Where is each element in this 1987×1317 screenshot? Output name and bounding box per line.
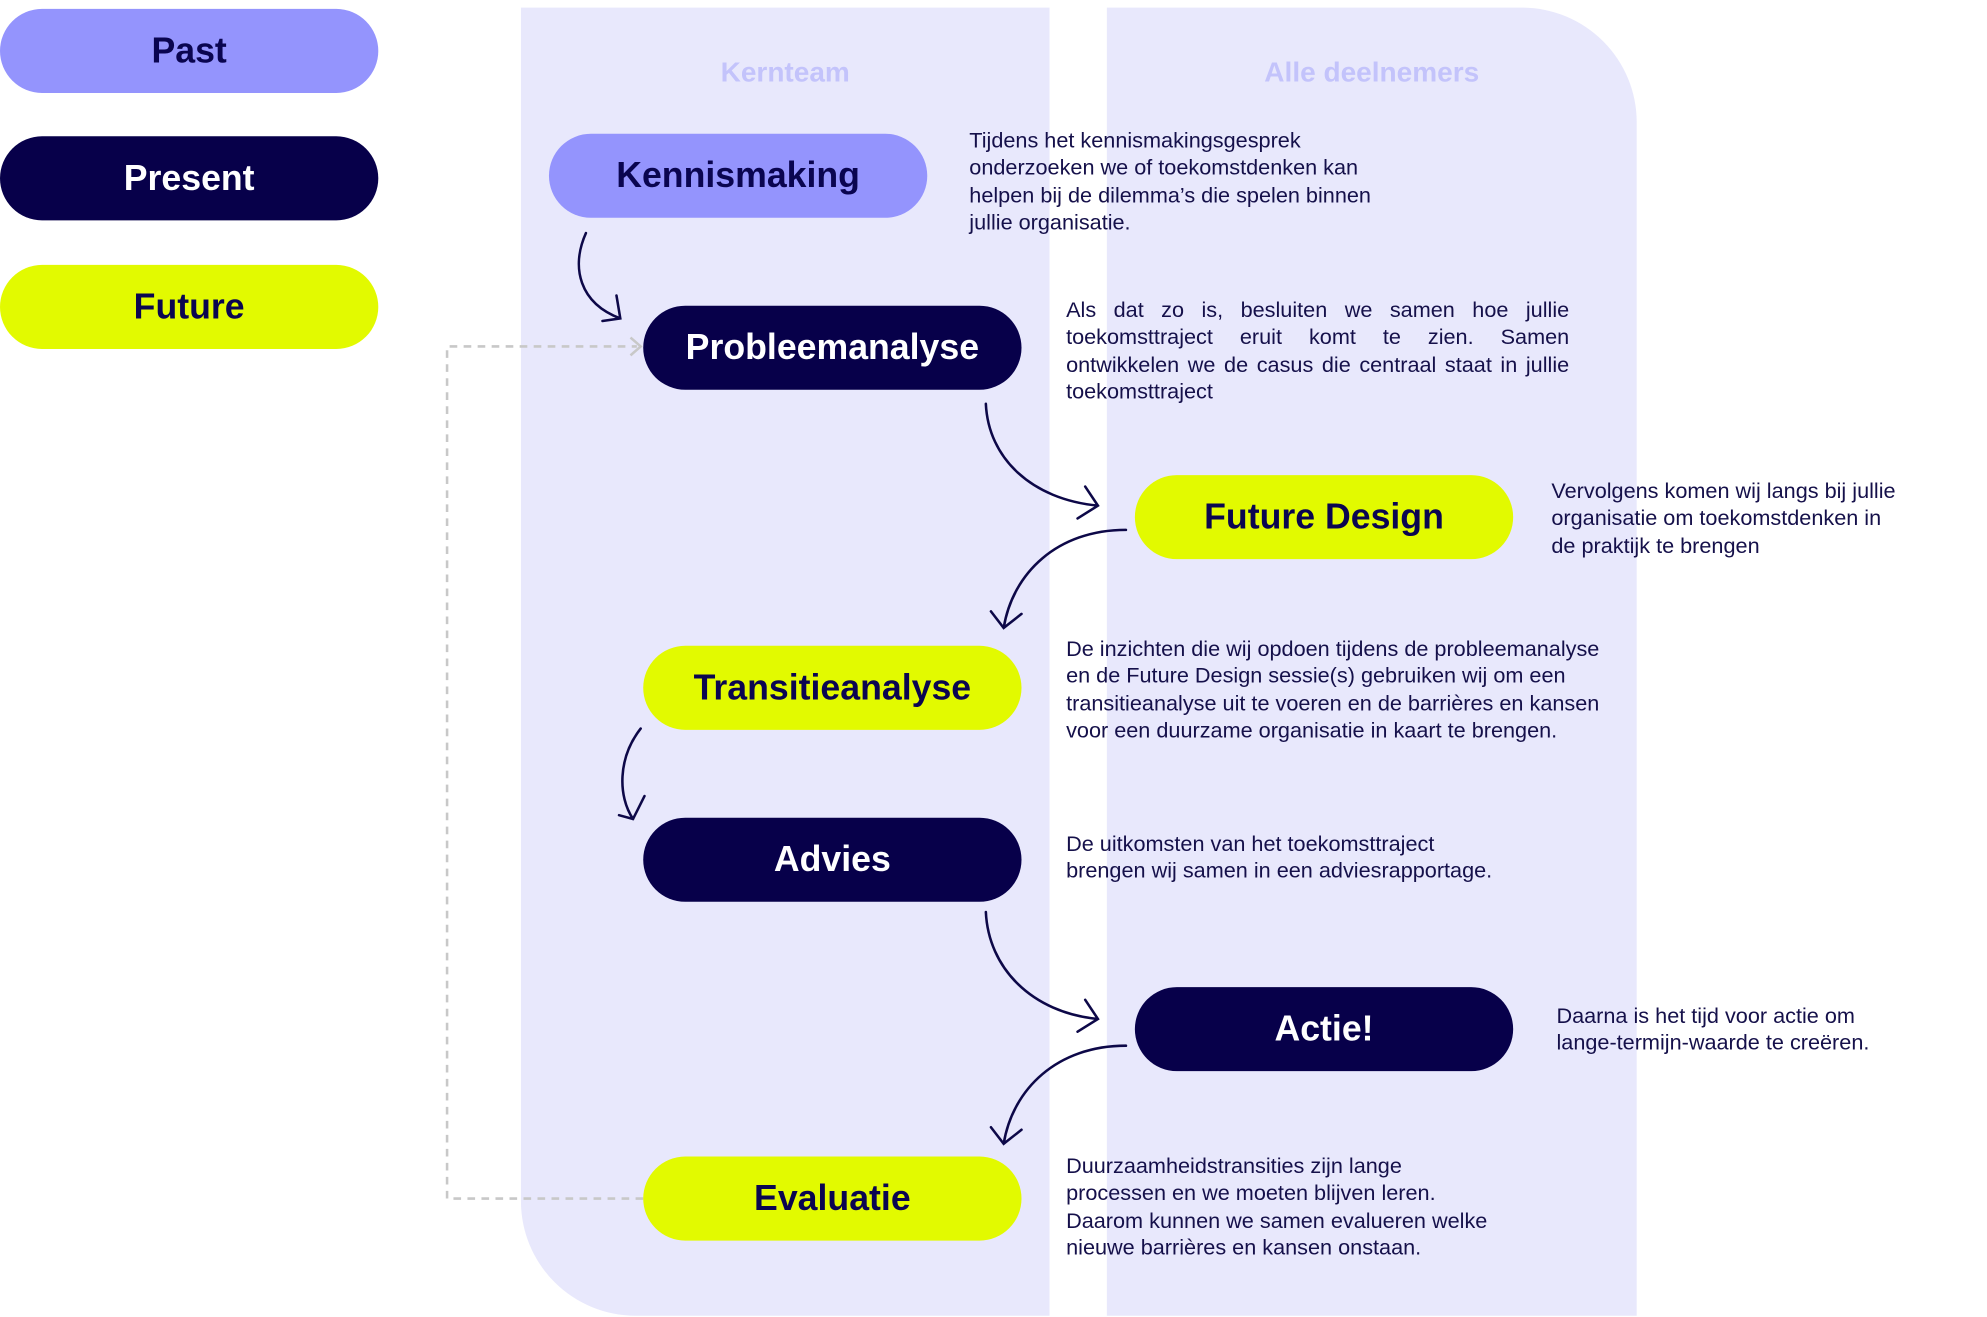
legend-present: Present xyxy=(0,136,379,221)
step-kennismaking: Kennismaking xyxy=(548,133,928,218)
arrow-transitieanalyse-advies xyxy=(617,727,646,821)
feedback-loop-dashed-arrow xyxy=(445,345,644,1200)
step-advies: Advies xyxy=(643,817,1022,902)
step-evaluatie: Evaluatie xyxy=(643,1156,1022,1241)
description-actie: Daarna is het tijd voor actie om lange-t… xyxy=(1556,1003,1870,1056)
arrow-probleemanalyse-future-design xyxy=(984,402,1100,520)
step-transitieanalyse: Transitieanalyse xyxy=(643,645,1022,730)
step-future-design: Future Design xyxy=(1134,475,1514,560)
legend-future: Future xyxy=(0,264,379,349)
arrow-actie-evaluatie xyxy=(989,1044,1128,1146)
description-advies: De uitkomsten van het toekomsttraject br… xyxy=(1066,831,1493,884)
step-actie: Actie! xyxy=(1134,987,1514,1072)
description-probleemanalyse: Als dat zo is, besluiten we samen hoe ju… xyxy=(1066,298,1570,404)
arrow-future-design-transitieanalyse xyxy=(989,528,1128,630)
lane-alle-deelnemers: Alle deelnemers xyxy=(1106,7,1637,1316)
arrow-advies-actie xyxy=(984,910,1100,1033)
description-transitieanalyse: De inzichten die wij opdoen tijdens de p… xyxy=(1066,636,1600,743)
legend-past: Past xyxy=(0,8,379,93)
description-evaluatie: Duurzaamheidstransities zijn lange proce… xyxy=(1066,1153,1488,1260)
description-future-design: Vervolgens komen wij langs bij jullie or… xyxy=(1551,478,1896,558)
description-kennismaking: Tijdens het kennismakingsgesprek onderzo… xyxy=(969,128,1371,235)
arrow-kennismaking-probleemanalyse xyxy=(577,231,622,323)
lane-title-kernteam: Kernteam xyxy=(720,56,850,88)
feedback-arrowhead-icon xyxy=(629,336,643,357)
lane-title-alle-deelnemers: Alle deelnemers xyxy=(1264,56,1480,88)
step-probleemanalyse: Probleemanalyse xyxy=(643,305,1022,390)
